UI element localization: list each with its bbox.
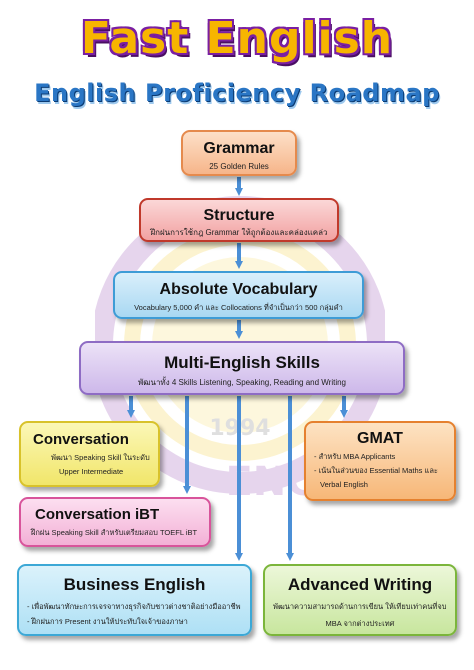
app-title: Fast English [80, 13, 394, 64]
node-structure-desc: ฝึกฝนการใช้กฎ Grammar ให้ถูกต้องและคล่อง… [150, 228, 328, 237]
node-business-english: Business English - เพื่อพัฒนาทักษะการเจร… [17, 564, 252, 636]
node-conversation-title: Conversation [33, 431, 129, 448]
node-business-desc-1: - เพื่อพัฒนาทักษะการเจรจาทางธุรกิจกับชาว… [27, 602, 241, 611]
node-multi-desc: พัฒนาทั้ง 4 Skills Listening, Speaking, … [137, 378, 347, 387]
node-gmat-desc-3: Verbal English [320, 480, 368, 489]
node-conversation: Conversation พัฒนา Speaking Skill ในระดั… [19, 421, 160, 487]
node-structure: Structure ฝึกฝนการใช้กฎ Grammar ให้ถูกต้… [139, 198, 339, 242]
node-ibt-desc: ฝึกฝน Speaking Skill สำหรับเตรียมสอบ TOE… [31, 528, 198, 537]
node-gmat-desc-1: - สำหรับ MBA Applicants [314, 452, 396, 461]
node-grammar: Grammar 25 Golden Rules [181, 130, 297, 176]
node-vocabulary-title: Absolute Vocabulary [159, 281, 318, 298]
node-grammar-title: Grammar [203, 140, 275, 157]
node-business-desc-2: - ฝึกฝนการ Present งานให้ประทับใจเจ้าของ… [27, 617, 188, 626]
node-conversation-desc-1: พัฒนา Speaking Skill ในระดับ [51, 453, 150, 462]
node-absolute-vocabulary: Absolute Vocabulary Vocabulary 5,000 คำ … [113, 271, 364, 319]
node-advanced-desc-1: พัฒนาความสามารถด้านการเขียน ให้เทียบเท่า… [273, 602, 447, 611]
node-advanced-title: Advanced Writing [287, 575, 433, 594]
roadmap-subtitle: English Proficiency Roadmap [34, 79, 440, 107]
node-advanced-writing: Advanced Writing พัฒนาความสามารถด้านการเ… [263, 564, 457, 636]
node-business-title: Business English [63, 575, 206, 594]
node-gmat: GMAT - สำหรับ MBA Applicants - เน้นในส่ว… [304, 421, 456, 501]
node-multi-title: Multi-English Skills [164, 353, 320, 372]
node-gmat-desc-2: - เน้นในส่วนของ Essential Maths และ [314, 466, 438, 475]
node-multi-english-skills: Multi-English Skills พัฒนาทั้ง 4 Skills … [79, 341, 405, 395]
node-vocabulary-desc: Vocabulary 5,000 คำ และ Collocations ที่… [134, 303, 343, 312]
node-gmat-title: GMAT [357, 430, 403, 447]
node-ibt-title: Conversation iBT [35, 506, 160, 523]
node-conversation-ibt: Conversation iBT ฝึกฝน Speaking Skill สำ… [19, 497, 211, 547]
node-advanced-desc-2: MBA จากต่างประเทศ [325, 619, 395, 628]
node-conversation-desc-2: Upper Intermediate [59, 467, 124, 476]
node-structure-title: Structure [203, 207, 275, 224]
node-grammar-desc: 25 Golden Rules [209, 162, 269, 171]
